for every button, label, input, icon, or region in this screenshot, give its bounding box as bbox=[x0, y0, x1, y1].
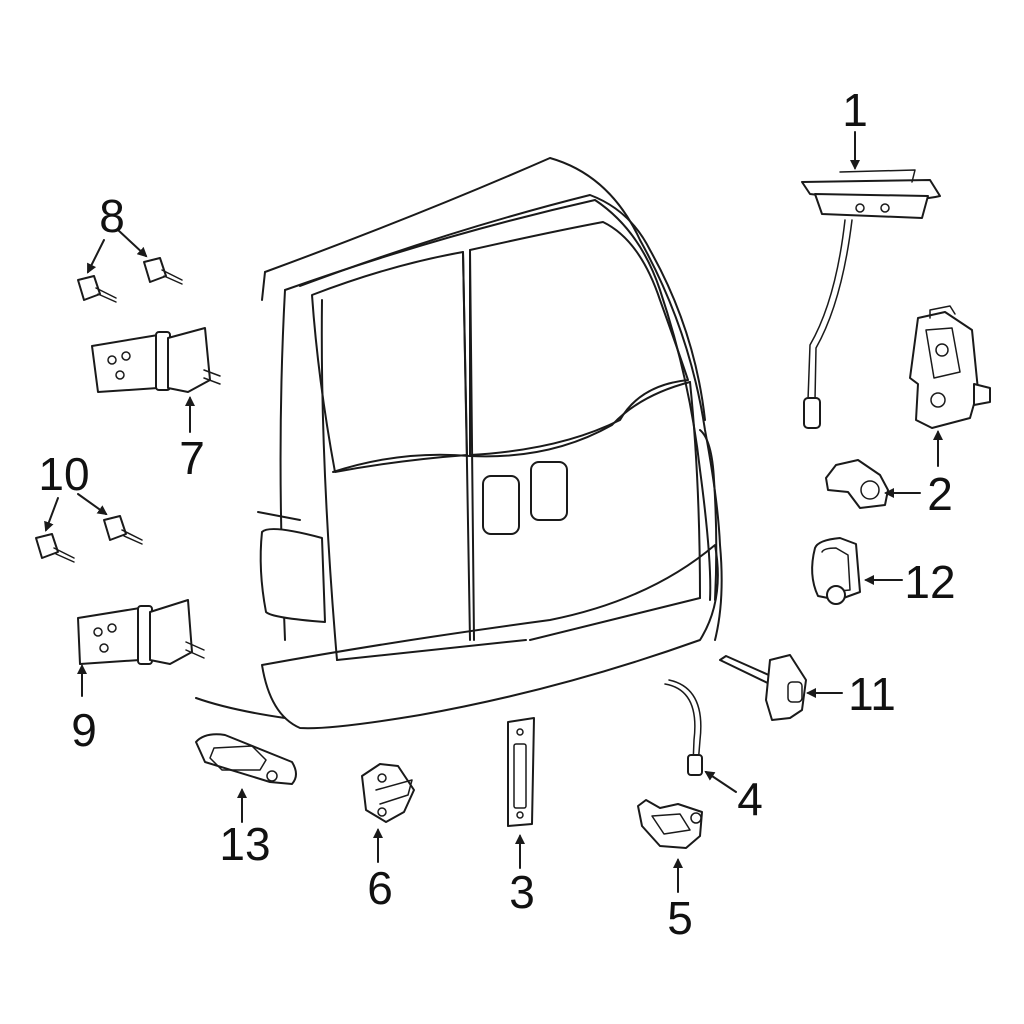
callout-12: 12 bbox=[904, 556, 955, 608]
part-5-lower-latch bbox=[637, 799, 703, 849]
callout-11: 11 bbox=[848, 668, 896, 720]
part-3-striker-plate bbox=[507, 717, 535, 827]
part-lock-clip bbox=[825, 459, 889, 509]
callout-4: 4 bbox=[737, 773, 763, 825]
part-8-hinge-bolts bbox=[77, 257, 183, 303]
part-11-lock-rod-clip bbox=[719, 654, 807, 721]
part-6-door-striker bbox=[361, 763, 415, 823]
callout-9: 9 bbox=[71, 704, 97, 756]
callout-10: 10 bbox=[38, 448, 89, 500]
callout-13: 13 bbox=[219, 818, 270, 870]
callout-8: 8 bbox=[99, 190, 125, 242]
callout-1: 1 bbox=[842, 84, 868, 136]
part-1-outside-handle bbox=[801, 169, 941, 429]
callout-2: 2 bbox=[927, 468, 953, 520]
callout-leaders bbox=[44, 131, 943, 893]
part-13-license-lamp bbox=[195, 733, 297, 785]
part-2-door-latch bbox=[909, 305, 991, 429]
part-10-hinge-bolts bbox=[35, 515, 143, 563]
part-9-lower-hinge bbox=[77, 599, 205, 665]
callout-labels: 1 2 3 4 5 6 7 8 9 10 11 12 13 bbox=[38, 84, 955, 944]
part-12-lock-actuator bbox=[811, 537, 861, 605]
callout-7: 7 bbox=[179, 432, 205, 484]
part-7-upper-hinge bbox=[91, 327, 221, 393]
callout-5: 5 bbox=[667, 892, 693, 944]
part-4-control-cable bbox=[664, 679, 703, 776]
callout-6: 6 bbox=[367, 862, 393, 914]
vehicle-rear-body bbox=[195, 157, 723, 730]
callout-3: 3 bbox=[509, 866, 535, 918]
